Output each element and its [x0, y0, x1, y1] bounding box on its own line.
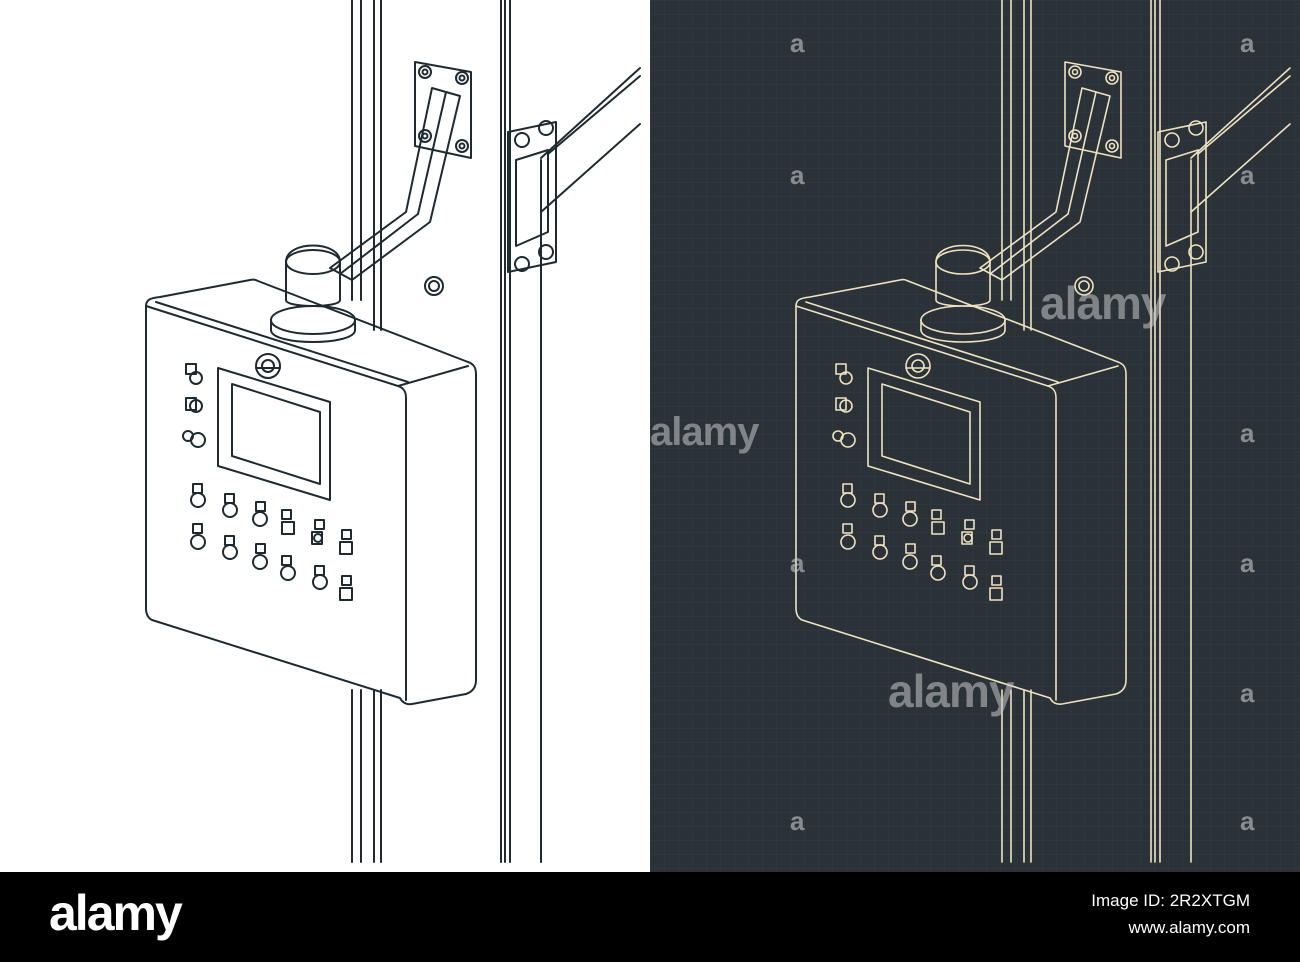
watermark-a: a	[1240, 806, 1255, 836]
dark-side-switches	[832, 363, 856, 448]
hmi-screen	[217, 367, 331, 501]
footer-url: www.alamy.com	[1128, 918, 1250, 937]
watermark-a: a	[1240, 28, 1255, 58]
dark-rail-left	[1001, 0, 1032, 863]
wall-mount-plate	[414, 61, 472, 159]
dark-key-switch	[905, 353, 931, 379]
watermark-a: a	[1240, 160, 1255, 190]
dark-control-enclosure	[795, 278, 1127, 705]
footer-logo: alamy	[49, 885, 183, 941]
watermark-a: a	[1240, 418, 1255, 448]
dark-hmi-screen	[867, 367, 981, 501]
dark-control-panel-drawing	[795, 0, 1291, 863]
dark-rail-right	[1150, 0, 1192, 863]
side-switches	[182, 363, 206, 448]
dark-blueprint-panel	[650, 0, 1300, 872]
rail-right	[500, 0, 542, 863]
key-switch	[255, 353, 281, 379]
watermark-a: a	[790, 806, 805, 836]
footer-image-id: Image ID: 2R2XTGM	[1091, 891, 1250, 910]
watermark-a: a	[1240, 678, 1255, 708]
rail-left	[351, 0, 382, 863]
light-control-panel-drawing	[145, 0, 641, 863]
light-drawing-panel	[0, 0, 650, 872]
watermark-a: a	[1240, 548, 1255, 578]
stock-footer: alamy Image ID: 2R2XTGM www.alamy.com	[0, 872, 1300, 962]
dark-diagonal-bracket	[1157, 67, 1291, 273]
support-arm	[329, 87, 461, 281]
beacon-light	[270, 244, 356, 343]
button-grid	[190, 483, 353, 601]
watermark-a: a	[790, 160, 805, 190]
watermark-a: a	[790, 28, 805, 58]
watermark-a: a	[790, 548, 805, 578]
watermark-center-top: alamy	[1040, 277, 1166, 329]
dark-beacon-light	[920, 244, 1006, 343]
control-enclosure	[145, 278, 477, 706]
watermark-center-bottom: alamy	[888, 665, 1014, 717]
diagonal-bracket	[507, 67, 641, 273]
dark-button-grid	[840, 483, 1003, 601]
dark-wall-mount-plate	[1064, 61, 1122, 159]
watermark-left-mid: alamy	[650, 410, 759, 454]
dark-support-arm	[979, 87, 1111, 281]
